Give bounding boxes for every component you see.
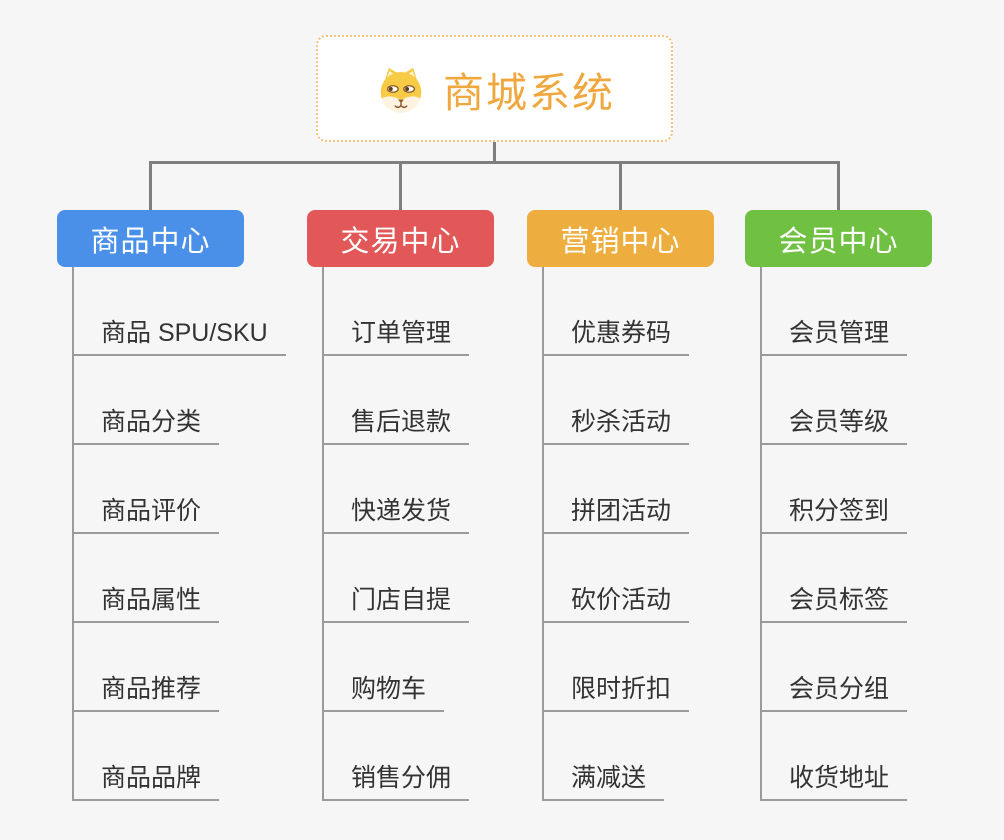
item-row: 商品品牌 [72, 712, 286, 801]
branch-items: 优惠券码秒杀活动拼团活动砍价活动限时折扣满减送 [542, 267, 690, 801]
leaf-node[interactable]: 商品推荐 [72, 669, 220, 712]
leaf-node[interactable]: 快递发货 [322, 491, 470, 534]
item-row: 秒杀活动 [542, 356, 690, 445]
item-row: 会员管理 [760, 267, 908, 356]
root-connector-stub [492, 142, 496, 164]
item-row: 商品 SPU/SKU [72, 267, 286, 356]
leaf-node[interactable]: 会员标签 [760, 580, 908, 623]
leaf-node[interactable]: 限时折扣 [542, 669, 690, 712]
leaf-node[interactable]: 满减送 [542, 758, 665, 801]
item-row: 收货地址 [760, 712, 908, 801]
item-row: 会员等级 [760, 356, 908, 445]
branch-items: 商品 SPU/SKU 商品分类商品评价商品属性商品推荐商品品牌 [72, 267, 286, 801]
root-node[interactable]: 商城系统 [316, 35, 673, 142]
leaf-node[interactable]: 积分签到 [760, 491, 908, 534]
leaf-node[interactable]: 商品评价 [72, 491, 220, 534]
branch-node-营销中心[interactable]: 营销中心 [527, 210, 714, 267]
leaf-node[interactable]: 销售分佣 [322, 758, 470, 801]
item-row: 会员标签 [760, 534, 908, 623]
leaf-node[interactable]: 拼团活动 [542, 491, 690, 534]
leaf-node[interactable]: 会员分组 [760, 669, 908, 712]
branch-drop-line-3 [837, 161, 840, 210]
item-row: 商品属性 [72, 534, 286, 623]
item-row: 限时折扣 [542, 623, 690, 712]
leaf-node[interactable]: 门店自提 [322, 580, 470, 623]
item-row: 商品评价 [72, 445, 286, 534]
branch-trunk-line [322, 267, 324, 801]
branch-drop-line-2 [619, 161, 622, 210]
leaf-node[interactable]: 商品分类 [72, 402, 220, 445]
item-row: 商品分类 [72, 356, 286, 445]
leaf-node[interactable]: 砍价活动 [542, 580, 690, 623]
leaf-node[interactable]: 商品品牌 [72, 758, 220, 801]
branch-node-商品中心[interactable]: 商品中心 [57, 210, 244, 267]
branch-交易中心: 交易中心订单管理售后退款快递发货门店自提购物车销售分佣 [307, 210, 567, 810]
item-row: 销售分佣 [322, 712, 470, 801]
item-row: 拼团活动 [542, 445, 690, 534]
leaf-node[interactable]: 秒杀活动 [542, 402, 690, 445]
branch-商品中心: 商品中心商品 SPU/SKU 商品分类商品评价商品属性商品推荐商品品牌 [57, 210, 317, 810]
leaf-node[interactable]: 会员管理 [760, 313, 908, 356]
leaf-node[interactable]: 会员等级 [760, 402, 908, 445]
branch-items: 订单管理售后退款快递发货门店自提购物车销售分佣 [322, 267, 470, 801]
item-row: 售后退款 [322, 356, 470, 445]
item-row: 商品推荐 [72, 623, 286, 712]
branch-trunk-line [760, 267, 762, 801]
leaf-node[interactable]: 购物车 [322, 669, 445, 712]
item-row: 积分签到 [760, 445, 908, 534]
branch-node-交易中心[interactable]: 交易中心 [307, 210, 494, 267]
leaf-node[interactable]: 商品 SPU/SKU [72, 313, 286, 356]
dog-face-icon [380, 67, 422, 113]
leaf-node[interactable]: 售后退款 [322, 402, 470, 445]
item-row: 砍价活动 [542, 534, 690, 623]
horizontal-bus-line [149, 161, 840, 164]
branch-trunk-line [542, 267, 544, 801]
item-row: 门店自提 [322, 534, 470, 623]
item-row: 会员分组 [760, 623, 908, 712]
item-row: 满减送 [542, 712, 689, 801]
leaf-node[interactable]: 商品属性 [72, 580, 220, 623]
item-row: 优惠券码 [542, 267, 690, 356]
item-row: 订单管理 [322, 267, 470, 356]
leaf-node[interactable]: 订单管理 [322, 313, 470, 356]
item-row: 快递发货 [322, 445, 470, 534]
branch-node-会员中心[interactable]: 会员中心 [745, 210, 932, 267]
branch-drop-line-1 [399, 161, 402, 210]
leaf-node[interactable]: 优惠券码 [542, 313, 690, 356]
branch-会员中心: 会员中心会员管理会员等级积分签到会员标签会员分组收货地址 [745, 210, 1004, 810]
leaf-node[interactable]: 收货地址 [760, 758, 908, 801]
branch-items: 会员管理会员等级积分签到会员标签会员分组收货地址 [760, 267, 908, 801]
root-title: 商城系统 [443, 69, 615, 116]
branch-trunk-line [72, 267, 74, 801]
branch-drop-line-0 [149, 161, 152, 210]
branch-营销中心: 营销中心优惠券码秒杀活动拼团活动砍价活动限时折扣满减送 [527, 210, 787, 810]
item-row: 购物车 [322, 623, 469, 712]
